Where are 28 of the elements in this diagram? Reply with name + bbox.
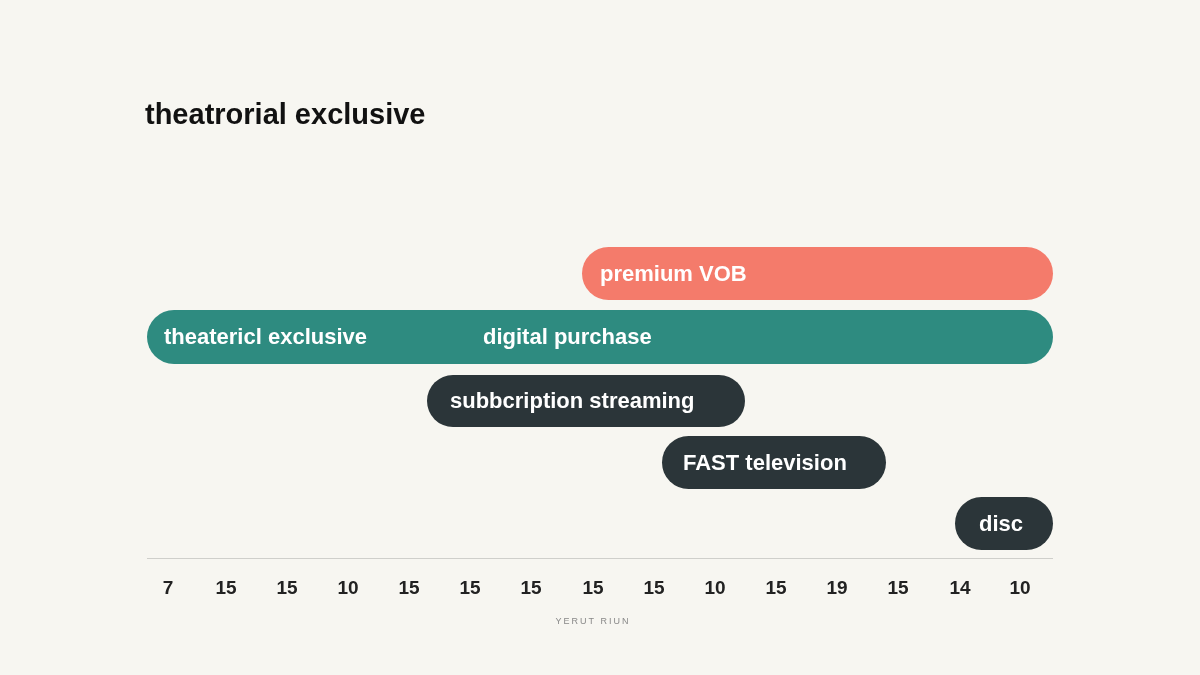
axis-tick-label: 15 [398,577,420,599]
bar-label: theatericl exclusive [164,324,367,350]
axis-tick-label: 15 [765,577,787,599]
axis-tick-label: 19 [826,577,848,599]
bar-label: FAST television [683,449,847,476]
timeline-bar [427,375,745,427]
axis-tick-label: 15 [276,577,298,599]
bar-label: digital purchase [483,324,652,350]
axis-tick-label: 10 [1009,577,1031,599]
axis-tick-label: 10 [704,577,726,599]
axis-tick-label: 14 [949,577,971,599]
axis-tick-label: 15 [459,577,481,599]
axis-tick-label: 7 [162,577,174,599]
bar-label: subbcription streaming [450,388,695,414]
timeline-bar [662,436,886,489]
axis-tick-label: 15 [215,577,237,599]
axis-tick-label: 15 [887,577,909,599]
axis-tick-label: 15 [582,577,604,599]
bar-label: disc [979,510,1024,537]
timeline-bar [955,497,1053,550]
footnote: YERUT RIUN [555,616,631,626]
timeline-bar [582,247,1053,300]
axis-tick-label: 15 [643,577,665,599]
chart-title: theatrorial exclusive [145,98,426,131]
timeline-bar [147,310,1053,364]
axis-tick-label: 10 [337,577,359,599]
bar-label: premium VOB [600,260,747,287]
axis-tick-label: 15 [520,577,542,599]
